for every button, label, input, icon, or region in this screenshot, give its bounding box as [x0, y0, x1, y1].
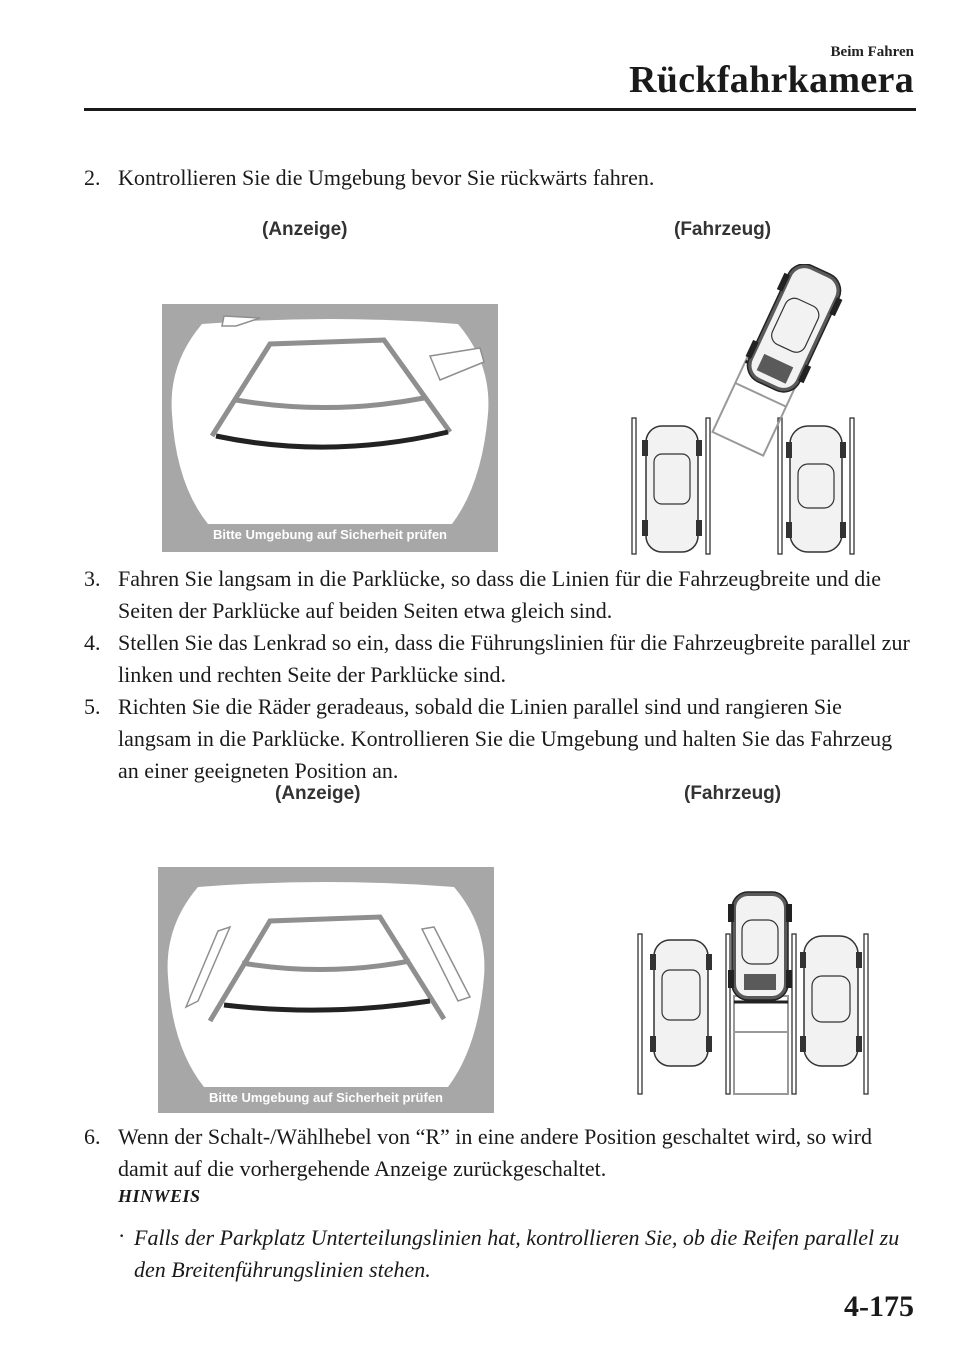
reversing-car	[745, 264, 843, 393]
distance-guide-line	[235, 395, 425, 410]
figure-1-vehicle-caption: (Fahrzeug)	[674, 219, 772, 240]
slot-divider	[777, 417, 783, 555]
figure-1-display-caption: (Anzeige)	[262, 219, 348, 240]
figure-1-display-screen: Bitte Umgebung auf Sicherheit prüfen	[162, 304, 498, 552]
parked-car-right	[786, 425, 846, 553]
parked-car-right	[800, 935, 862, 1067]
note-body: · Falls der Parkplatz Unterteilungslinie…	[118, 1222, 908, 1286]
distance-guide-red-line	[215, 429, 449, 450]
slot-divider	[791, 933, 797, 1095]
note-title: HINWEIS	[118, 1186, 201, 1206]
figure-1-vehicle-diagram	[631, 264, 855, 555]
figure-2-display-screen: Bitte Umgebung auf Sicherheit prüfen	[158, 867, 494, 1113]
header-divider	[84, 108, 916, 111]
page-number: 4-175	[844, 1290, 914, 1323]
distance-guide-line	[241, 958, 411, 972]
camera-view	[167, 882, 485, 1087]
vehicle-width-guide	[207, 914, 447, 1023]
bullet-icon: ·	[118, 1223, 126, 1248]
slot-divider	[637, 933, 643, 1095]
step-text: Wenn der Schalt-/Wählhebel von “R” in ei…	[118, 1124, 872, 1181]
distance-guide-red-line	[223, 998, 431, 1013]
page-title: Rückfahrkamera	[629, 59, 914, 101]
parked-car-left	[642, 425, 702, 553]
guide-projection	[733, 995, 789, 1095]
screen-warning-text: Bitte Umgebung auf Sicherheit prüfen	[213, 527, 447, 542]
screen-warning-text: Bitte Umgebung auf Sicherheit prüfen	[209, 1090, 443, 1105]
parking-line-left	[184, 925, 232, 1009]
step-text: Richten Sie die Räder geradeaus, sobald …	[118, 694, 893, 783]
slot-divider	[863, 933, 869, 1095]
slot-divider	[705, 417, 711, 555]
step-text: Stellen Sie das Lenkrad so ein, dass die…	[118, 630, 910, 687]
step-text: Fahren Sie langsam in die Parklücke, so …	[118, 566, 882, 623]
step-number: 5.	[84, 694, 101, 719]
figure-2-display-caption: (Anzeige)	[275, 783, 361, 804]
figure-2-vehicle-diagram	[637, 891, 869, 1095]
figure-2-vehicle-caption: (Fahrzeug)	[684, 783, 782, 804]
parking-line-right	[420, 926, 472, 1002]
step-6: 6. Wenn der Schalt-/Wählhebel von “R” in…	[84, 1121, 914, 1185]
slot-divider	[631, 417, 637, 555]
step-number: 4.	[84, 630, 101, 655]
note-text: Falls der Parkplatz Unterteilungslinien …	[134, 1225, 900, 1282]
step-2: 2. Kontrollieren Sie die Umgebung bevor …	[84, 162, 914, 194]
step-number: 6.	[84, 1124, 101, 1149]
step-number: 2.	[84, 165, 101, 190]
step-text: Kontrollieren Sie die Umgebung bevor Sie…	[118, 165, 655, 190]
parked-car-left	[650, 939, 712, 1067]
section-label: Beim Fahren	[830, 44, 914, 60]
step-3: 3. Fahren Sie langsam in die Parklücke, …	[84, 563, 914, 627]
slot-divider	[725, 933, 731, 1095]
step-4: 4. Stellen Sie das Lenkrad so ein, dass …	[84, 627, 914, 691]
vehicle-width-guide	[209, 337, 453, 438]
step-number: 3.	[84, 566, 101, 591]
reversing-car	[728, 891, 792, 1001]
slot-divider	[849, 417, 855, 555]
step-5: 5. Richten Sie die Räder geradeaus, soba…	[84, 691, 914, 787]
parking-line-left	[221, 315, 261, 327]
parking-line-right	[428, 347, 485, 381]
